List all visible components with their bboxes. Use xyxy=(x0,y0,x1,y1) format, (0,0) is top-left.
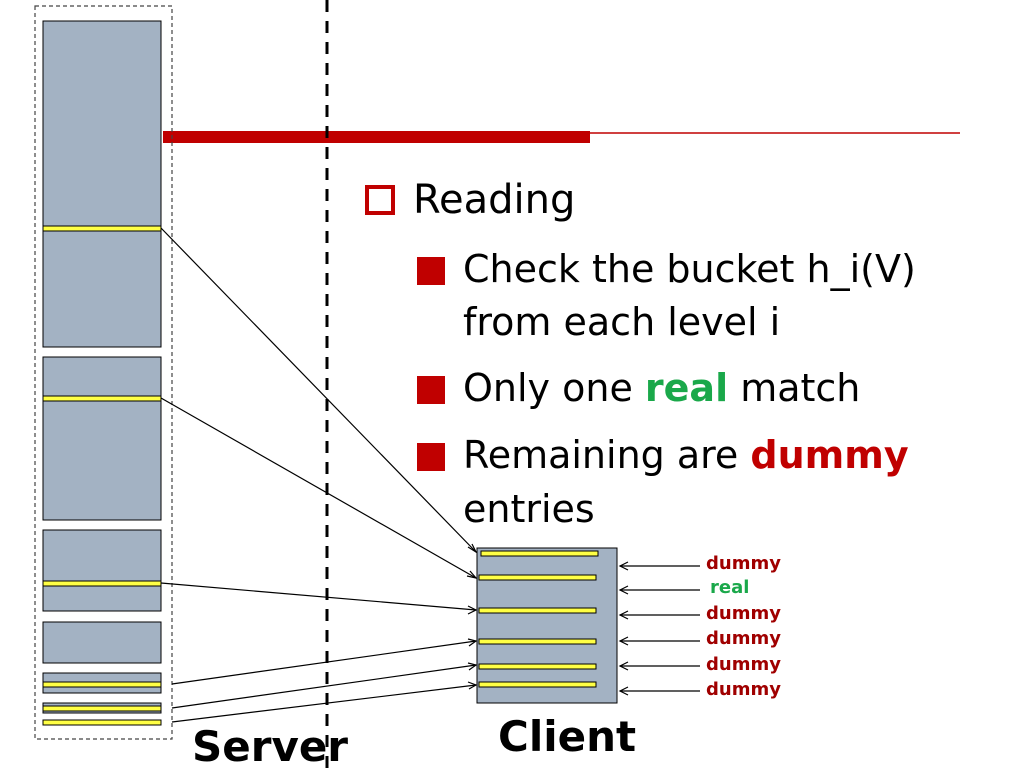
bullet-3-line-1: Remaining are dummy xyxy=(463,436,909,474)
arrowhead xyxy=(618,585,629,595)
arrowhead xyxy=(618,636,629,646)
connector-line xyxy=(160,582,477,611)
arrowhead xyxy=(618,686,629,696)
server-level-block xyxy=(42,621,162,664)
client-slot xyxy=(478,607,597,614)
arrowhead xyxy=(618,561,629,571)
connector-line xyxy=(160,397,477,579)
client-slot xyxy=(478,574,597,581)
tag-dummy: dummy xyxy=(706,603,781,624)
title-bar-thick xyxy=(163,131,590,143)
dummy-emphasis: dummy xyxy=(750,433,909,477)
connector-line xyxy=(171,684,477,723)
server-bucket xyxy=(42,395,162,402)
server-level-block xyxy=(42,20,162,348)
arrowhead xyxy=(467,638,478,647)
square-bullet xyxy=(417,376,445,404)
tag-dummy: dummy xyxy=(706,553,781,574)
tag-dummy: dummy xyxy=(706,628,781,649)
server-label: Server xyxy=(192,722,349,771)
tag-dummy: dummy xyxy=(706,679,781,700)
arrowhead xyxy=(466,570,478,579)
client-slot xyxy=(478,681,597,688)
hollow-square-bullet xyxy=(365,185,395,215)
server-bucket xyxy=(42,719,162,726)
bullet-1-line-2: from each level i xyxy=(463,300,781,344)
server-bucket xyxy=(42,705,162,712)
client-label: Client xyxy=(498,712,637,761)
arrowhead xyxy=(618,661,629,671)
arrowhead xyxy=(467,605,478,615)
real-emphasis: real xyxy=(644,366,729,410)
arrowhead xyxy=(467,681,478,690)
bullet-2-post: match xyxy=(728,366,861,410)
tag-dummy: dummy xyxy=(706,654,781,675)
connector-line xyxy=(160,227,477,553)
bullet-2: Only one real match xyxy=(463,369,860,407)
server-level-block xyxy=(42,356,162,521)
client-slot xyxy=(478,638,597,645)
client-slot xyxy=(478,663,597,670)
client-slot xyxy=(480,550,599,557)
arrowhead xyxy=(618,610,629,620)
square-bullet xyxy=(417,257,445,285)
server-level-block xyxy=(42,529,162,612)
server-bucket xyxy=(42,580,162,587)
server-boundary xyxy=(34,5,173,740)
bullet-3-line-2: entries xyxy=(463,487,595,531)
arrowhead xyxy=(467,543,478,554)
tag-real: real xyxy=(710,577,750,598)
connector-line xyxy=(171,664,477,709)
bullet-3-pre: Remaining are xyxy=(463,433,751,477)
bullet-1-line-1: Check the bucket h_i(V) xyxy=(463,247,916,291)
server-bucket xyxy=(42,681,162,688)
square-bullet xyxy=(417,443,445,471)
server-bucket xyxy=(42,225,162,232)
client-block xyxy=(476,547,618,704)
bullet-2-pre: Only one xyxy=(463,366,645,410)
arrowhead xyxy=(467,662,478,671)
heading-reading: Reading xyxy=(413,177,576,223)
connector-line xyxy=(171,640,477,685)
